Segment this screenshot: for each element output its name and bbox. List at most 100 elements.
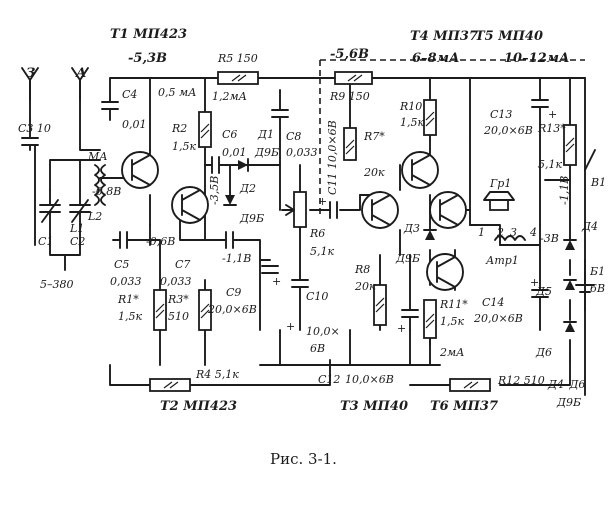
capacitor-c2: C2	[69, 189, 91, 248]
resistor-r11: R11* 1,5к	[423, 298, 468, 339]
resistor-r10-label: R10	[399, 100, 422, 113]
capacitor-c8-value: 0,033	[286, 146, 318, 159]
resistor-r5-label: R5 150	[217, 52, 258, 65]
diode-d3-type: Д9Б	[395, 252, 420, 265]
resistor-r3: R3* 510	[167, 289, 212, 331]
capacitor-c12: + C12 10,0×6В	[318, 254, 419, 386]
transistor-t1-label: T1 МП423	[110, 27, 187, 42]
capacitor-c7: C7 0,033	[160, 231, 241, 288]
capacitor-c7-value: 0,033	[160, 275, 192, 288]
resistor-r6-label: R6	[309, 227, 325, 240]
resistor-r8-value: 20к	[354, 280, 376, 293]
transistor-t2: T2 МП423	[160, 186, 237, 414]
transistor-t5-label: T5 МП40	[475, 29, 543, 44]
capacitor-c1-label: C1	[38, 235, 53, 248]
resistor-r9-label: R9 150	[329, 90, 370, 103]
resistor-r9: R9 150	[329, 71, 373, 103]
power-switch-label: В1	[590, 176, 606, 189]
capacitor-c6-label: C6	[222, 128, 237, 141]
capacitor-c9-plus: +	[272, 275, 281, 288]
inductor-l1: L1	[69, 164, 100, 235]
resistor-r13-label: R13*	[537, 122, 566, 135]
capacitor-c9-label: C9	[226, 286, 241, 299]
power-switch: В1	[584, 149, 606, 189]
resistor-r1-value: 1,5к	[118, 310, 142, 323]
inductor-l2-label: L2	[87, 210, 102, 223]
resistor-r2: R2 1,5к	[171, 111, 212, 153]
voltage-t1: -5,3В	[128, 51, 167, 66]
diodes-d4-d6-type: Д9Б	[556, 396, 581, 409]
diode-d2-label: Д2	[239, 182, 256, 195]
capacitor-c13-label: C13	[490, 108, 512, 121]
resistor-r5: R5 150	[217, 52, 259, 85]
diode-d1: Д1 Д9Б	[238, 128, 279, 172]
resistor-r7-label: R7*	[363, 130, 385, 143]
current-out: 6–8мА	[412, 51, 460, 66]
diode-d6-label: Д6	[535, 346, 552, 359]
capacitor-c10-value: 10,0×	[306, 325, 340, 338]
variable-cap-range: 5–380	[40, 278, 74, 291]
capacitor-c14-label: C14	[482, 296, 504, 309]
capacitor-c14-plus: +	[530, 276, 539, 289]
capacitor-c13-plus: +	[548, 108, 557, 121]
capacitor-c10-label: C10	[306, 290, 328, 303]
resistor-r7-value: 20к	[363, 166, 385, 179]
resistor-r10-value: 1,5к	[400, 116, 424, 129]
resistor-r12-label: R12 510	[497, 374, 545, 387]
capacitor-c6-value: 0,01	[222, 146, 247, 159]
transformer-pin-4: 4	[529, 226, 537, 239]
current-t1: 0,5 мА	[158, 86, 196, 99]
diode-d2-type: Д9Б	[239, 212, 264, 225]
capacitor-c9: + C9 20,0×6В	[207, 259, 281, 316]
capacitor-c10-voltage: 6В	[310, 342, 325, 355]
transistor-t4: T4 МП37	[401, 29, 478, 189]
resistor-r6-value: 5,1к	[310, 245, 334, 258]
battery: Б1 6В	[575, 259, 605, 311]
resistor-r13-value: 5,1к	[538, 158, 562, 171]
capacitor-c5-value: 0,033	[110, 275, 142, 288]
transistor-t6-label: T6 МП37	[430, 399, 498, 414]
diode-d3-label: Д3	[403, 222, 420, 235]
capacitor-c11: + C11 10,0×6В	[318, 120, 339, 219]
transformer-label: Атр1	[485, 254, 519, 267]
capacitor-c10-plus: +	[286, 320, 295, 333]
current-t2: 1,2мА	[212, 90, 247, 103]
current-out2: 10–12мА	[504, 51, 570, 66]
resistor-r7: R7* 20к	[343, 127, 385, 179]
resistor-r8: R8 20к	[354, 263, 387, 326]
diode-d6: Д6	[535, 321, 577, 359]
speaker-label: Гр1	[489, 177, 511, 190]
resistor-r3-label: R3*	[167, 293, 189, 306]
capacitor-c11-plus: +	[318, 195, 327, 208]
capacitor-c4-value: 0,01	[122, 118, 147, 131]
antenna-ground: З	[21, 66, 39, 101]
resistor-r8-label: R8	[354, 263, 370, 276]
resistor-r4-label: R4 5,1к	[195, 368, 239, 381]
capacitor-c13-value: 20,0×6В	[483, 124, 533, 137]
resistor-r11-value: 1,5к	[440, 315, 464, 328]
capacitor-c1: C1	[38, 189, 61, 248]
diode-d5-label: Д5	[535, 285, 552, 298]
capacitor-c9-value: 20,0×6В	[207, 303, 257, 316]
resistor-r2-label: R2	[171, 122, 187, 135]
voltage-t2-base: -0,6В	[146, 235, 175, 248]
diode-d4-label: Д4	[581, 220, 598, 233]
resistor-r4: R4 5,1к	[149, 368, 239, 392]
speaker: Гр1	[483, 177, 515, 211]
antenna-main: А	[71, 66, 89, 101]
resistor-r12: R12 510	[449, 374, 545, 392]
transformer-pin-3: 3	[510, 226, 517, 239]
capacitor-c6: C6 0,01	[204, 128, 247, 174]
resistor-r1: R1* 1,5к	[117, 289, 167, 331]
diode-d3: Д3 Д9Б	[395, 222, 437, 265]
transistor-t6: T6 МП37	[426, 253, 498, 414]
inductor-l1-label: L1	[69, 222, 84, 235]
capacitor-c14: + C14 20,0×6В	[473, 276, 549, 331]
figure-caption: Рис. 3-1.	[270, 450, 337, 468]
capacitor-c3: C3 10	[18, 119, 51, 151]
voltage-detector: -1,1В	[222, 252, 251, 265]
capacitor-c5: C5 0,033	[110, 231, 142, 288]
battery-label: Б1	[589, 265, 605, 278]
resistor-r2-value: 1,5к	[172, 140, 196, 153]
capacitor-c2-label: C2	[70, 235, 85, 248]
